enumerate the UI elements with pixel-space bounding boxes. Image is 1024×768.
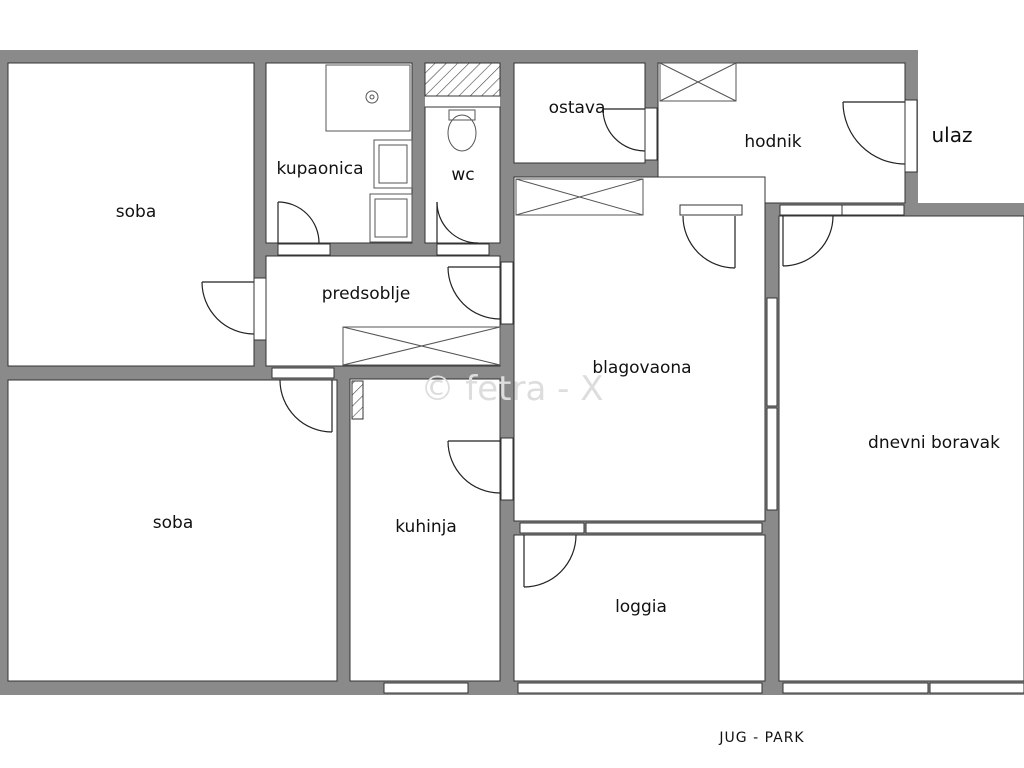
bathroom-fixtures [325, 64, 477, 243]
label-kuhinja: kuhinja [395, 517, 457, 537]
label-soba-bottom: soba [153, 513, 193, 533]
label-wc: wc [451, 165, 474, 185]
room-kuhinja [349, 378, 501, 682]
label-ostava: ostava [549, 98, 606, 118]
shaft-top [424, 62, 501, 97]
shaft-kuhinja [351, 380, 364, 420]
room-dnevni-boravak [778, 215, 1024, 682]
room-kupaonica [265, 62, 413, 244]
room-blagovaona [513, 176, 766, 522]
room-loggia [513, 534, 766, 682]
room-predsoblje [265, 255, 501, 367]
label-kupaonica: kupaonica [277, 159, 364, 179]
label-dnevni-boravak: dnevni boravak [868, 433, 1000, 453]
windows [253, 99, 1024, 694]
label-soba-top: soba [116, 202, 156, 222]
room-ostava [513, 62, 646, 164]
label-blagovaona: blagovaona [592, 358, 691, 378]
label-predsoblje: predsoblje [322, 284, 411, 304]
room-soba-top [7, 62, 255, 367]
watermark: © fetra - X [420, 369, 603, 409]
room-soba-bottom [7, 379, 338, 682]
doors [201, 101, 906, 588]
orientation-label: JUG - PARK [718, 730, 804, 746]
label-hodnik: hodnik [744, 132, 801, 152]
label-loggia: loggia [615, 597, 667, 617]
wardrobes [342, 62, 737, 366]
label-ulaz: ulaz [932, 123, 973, 147]
